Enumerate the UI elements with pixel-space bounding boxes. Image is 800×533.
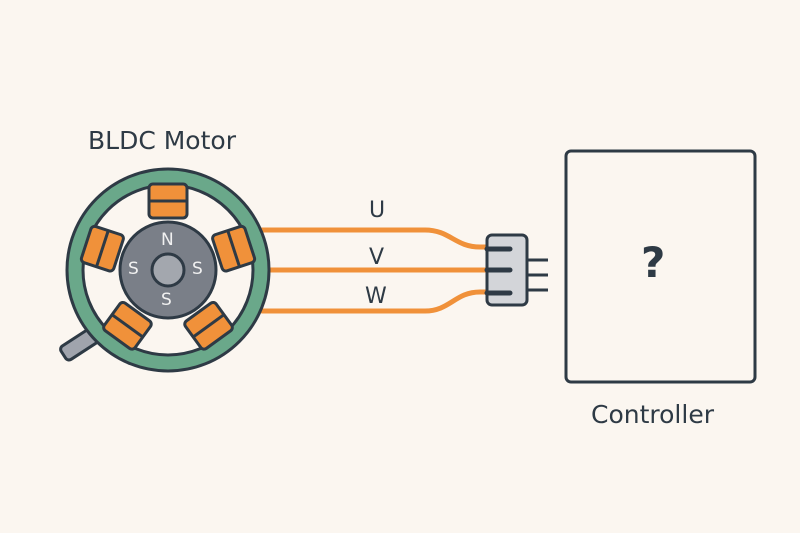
rotor-pole-south-right: S [192, 259, 203, 279]
phase-label-u: U [369, 198, 386, 223]
controller-box [564, 149, 757, 384]
controller-label: Controller [591, 400, 714, 429]
stator-ring [67, 169, 269, 371]
connector [484, 233, 548, 307]
stator-coil [79, 224, 125, 273]
stator-coil [183, 300, 234, 351]
stator-coil [211, 224, 257, 273]
stator-ring-outer-edge [65, 167, 271, 373]
wire-w [259, 289, 495, 314]
rotor-hub [150, 252, 186, 288]
stator-coils [79, 182, 257, 351]
phase-label-v: V [369, 245, 385, 270]
stator-coil [102, 300, 153, 351]
motor-title: BLDC Motor [88, 126, 236, 155]
stator-coil [147, 182, 189, 220]
question-mark-icon: ? [641, 238, 666, 287]
rotor-pole-south-left: S [128, 259, 139, 279]
phase-label-w: W [365, 284, 387, 309]
rotor-pole-south-bottom: S [161, 290, 172, 310]
rotor-pole-north: N [161, 230, 174, 250]
wire-u [259, 227, 495, 250]
